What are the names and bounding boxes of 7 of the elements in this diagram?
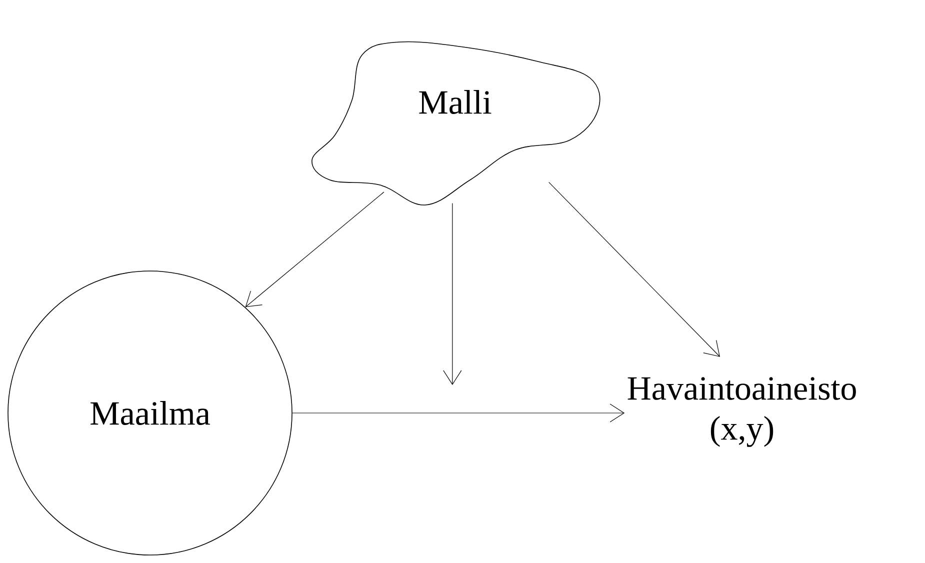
node-label: Malli: [419, 90, 492, 114]
circle-node: Maailma: [8, 270, 292, 556]
node-label: Havaintoaineisto (x,y): [628, 377, 856, 447]
arrow: [443, 202, 462, 385]
arrow: [292, 404, 625, 422]
arrow: [548, 182, 720, 357]
arrow: [245, 192, 384, 308]
